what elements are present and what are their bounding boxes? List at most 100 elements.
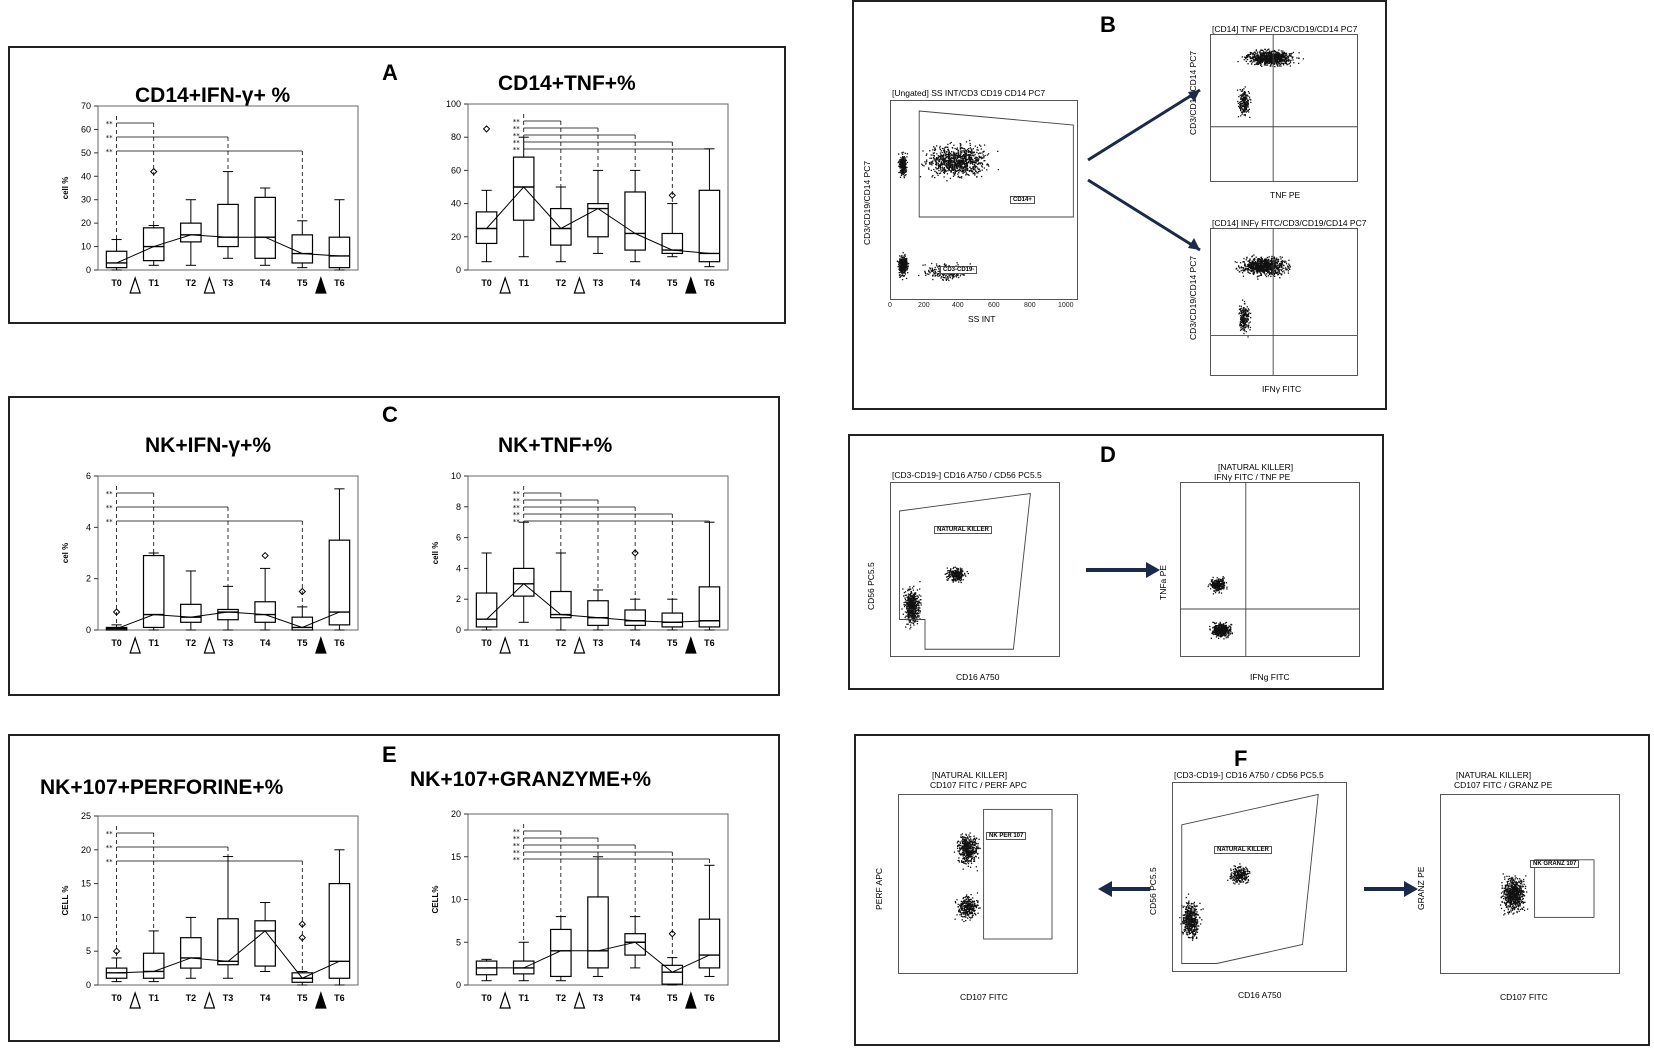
significance-star: ** [106, 120, 114, 128]
event-dot [1263, 57, 1266, 60]
event-dot [910, 599, 913, 601]
median-trend-line [486, 186, 710, 254]
event-dot [933, 157, 935, 160]
event-dot [1262, 264, 1264, 267]
event-dot [913, 585, 915, 587]
event-dot [1276, 257, 1278, 259]
event-dot [1250, 59, 1252, 62]
event-dot [1243, 92, 1245, 94]
event-dot [907, 613, 909, 616]
event-dot [1250, 52, 1253, 54]
event-dot [1241, 320, 1243, 322]
event-dot [1270, 53, 1273, 56]
event-dot [954, 165, 956, 167]
event-dot [1260, 266, 1263, 268]
event-dot [944, 169, 946, 172]
event-dot [1244, 309, 1246, 312]
event-dot [898, 274, 901, 276]
event-dot [944, 163, 946, 165]
event-dot [1255, 263, 1257, 265]
event-dot [900, 275, 902, 277]
event-dot [898, 153, 900, 155]
event-dot [947, 570, 949, 572]
event-dot [1239, 262, 1242, 264]
event-dot [1266, 60, 1268, 63]
event-dot [918, 600, 920, 602]
event-dot [901, 165, 904, 167]
event-dot [1247, 267, 1250, 269]
event-dot [1244, 314, 1246, 316]
event-dot [968, 169, 970, 172]
event-dot [1262, 59, 1265, 61]
event-dot [1292, 59, 1294, 61]
event-dot [967, 173, 969, 176]
event-dot [1252, 272, 1254, 274]
event-dot [1241, 316, 1243, 318]
event-dot [1274, 63, 1276, 65]
event-dot [1266, 267, 1269, 269]
event-dot [1249, 259, 1251, 261]
event-dot [911, 614, 914, 617]
event-dot [1260, 269, 1262, 272]
event-dot [1256, 262, 1258, 265]
event-dot [1279, 63, 1281, 66]
event-dot [920, 602, 922, 604]
event-dot [905, 258, 907, 260]
event-dot [935, 168, 938, 170]
event-dot [1279, 272, 1281, 275]
event-dot [939, 166, 942, 169]
event-dot [934, 148, 937, 151]
event-dot [1246, 110, 1248, 112]
open-triangle-marker [129, 991, 141, 1009]
event-dot [906, 161, 909, 163]
event-dot [949, 569, 952, 572]
event-dot [1266, 262, 1269, 264]
event-dot [907, 593, 910, 595]
event-dot [902, 162, 905, 164]
event-dot [913, 614, 916, 616]
event-dot [904, 160, 907, 162]
event-dot [1279, 54, 1281, 56]
event-dot [951, 278, 954, 280]
event-dot [1268, 50, 1271, 52]
event-dot [982, 154, 984, 156]
event-dot [1253, 270, 1255, 272]
event-dot [1254, 63, 1256, 66]
event-dot [903, 159, 905, 161]
event-dot [962, 156, 964, 158]
event-dot [904, 273, 907, 275]
event-dot [912, 597, 915, 599]
chart-title-cd14-tnf: CD14+TNF+% [498, 72, 636, 95]
event-dot [978, 170, 981, 172]
event-dot [952, 167, 954, 170]
box [624, 191, 646, 251]
event-dot [901, 272, 903, 274]
event-dot [1243, 269, 1246, 271]
event-dot [905, 159, 907, 162]
y-tick-label: 20 [81, 218, 91, 228]
event-dot [904, 604, 906, 606]
event-dot [1298, 57, 1300, 60]
event-dot [908, 611, 910, 613]
event-dot [1267, 271, 1269, 273]
event-dot [1275, 62, 1277, 64]
event-dot [1264, 274, 1267, 276]
event-dot [907, 590, 909, 592]
event-dot [1253, 61, 1255, 63]
event-dot [1275, 53, 1278, 56]
event-dot [979, 162, 981, 164]
event-dot [914, 615, 917, 617]
event-dot [1256, 56, 1259, 58]
arrow-b-down [1087, 178, 1201, 252]
event-dot [953, 276, 955, 278]
event-dot [938, 160, 940, 162]
event-dot [963, 163, 965, 165]
event-dot [970, 162, 972, 164]
event-dot [987, 153, 990, 155]
significance-star: ** [513, 139, 521, 147]
significance-star: ** [513, 511, 521, 519]
event-dot [947, 166, 949, 168]
flow-b-ifng-ylabel: CD3/CD19/CD14 PC7 [1188, 255, 1198, 340]
event-dot [1261, 262, 1264, 264]
flow-b-ifng-xlabel: IFNγ FITC [1262, 384, 1302, 394]
